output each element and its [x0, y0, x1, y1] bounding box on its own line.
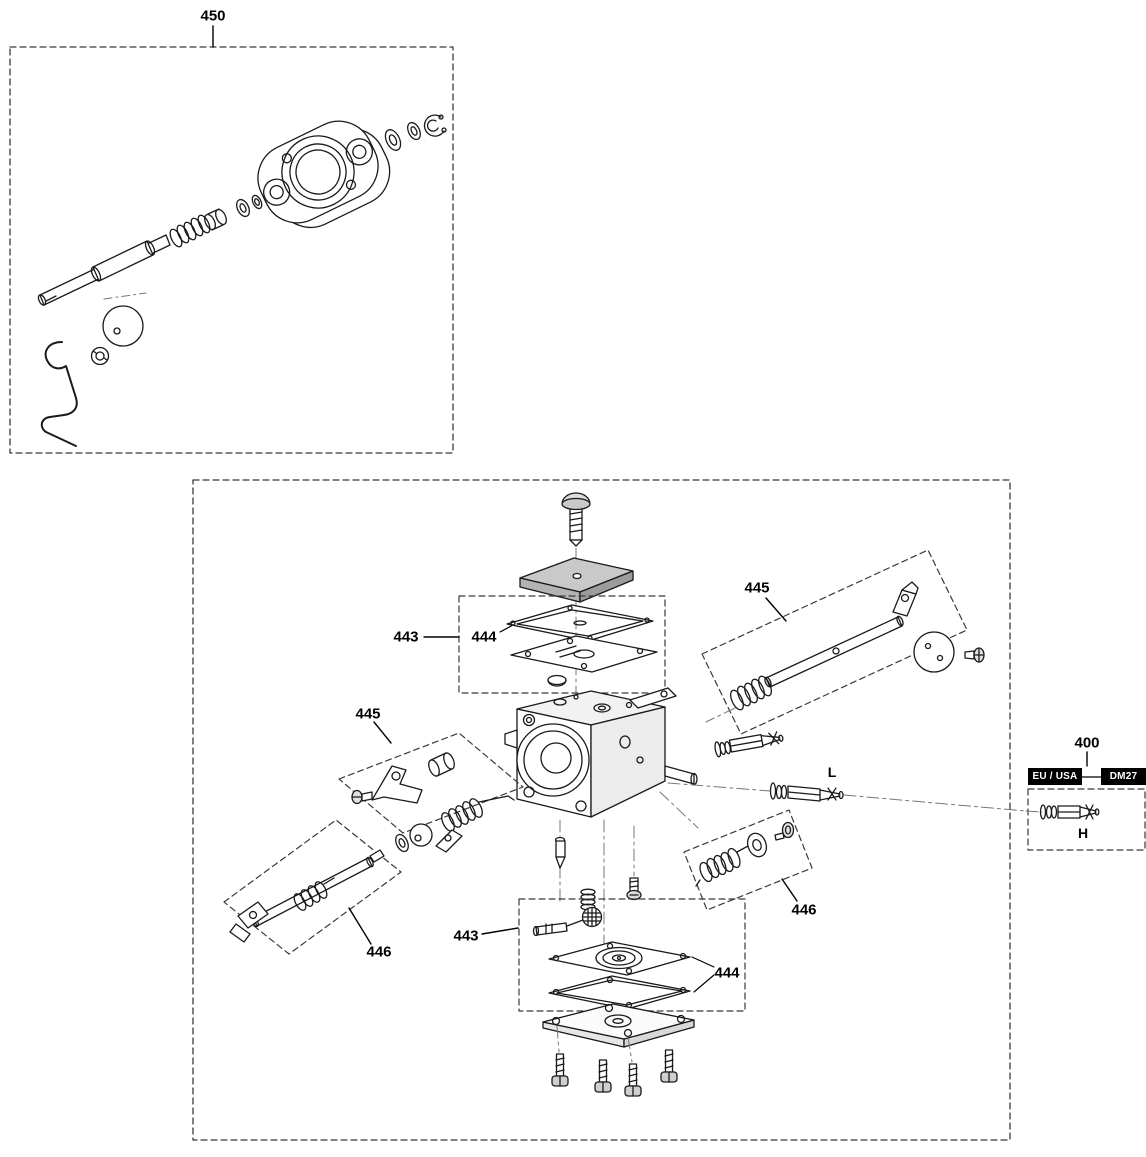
- leader-444-top: [499, 624, 514, 633]
- leader-444-bottom-1: [691, 956, 715, 968]
- e-clip: [423, 114, 447, 137]
- cover-screw-bottom: [594, 1059, 612, 1093]
- throttle-lever-group: [338, 721, 524, 834]
- nut: [90, 346, 110, 366]
- part-label-443-top: 443: [393, 628, 419, 646]
- inlet-cup: [547, 674, 567, 687]
- main-group-box: [192, 479, 1011, 1141]
- cover-screw: [561, 492, 591, 547]
- shaft-group-box: [223, 819, 402, 955]
- part-label-H: H: [1077, 825, 1089, 841]
- group-box-450: [9, 46, 454, 454]
- leader-445-top: [765, 597, 787, 622]
- badge-dm27: DM27: [1101, 768, 1146, 785]
- inlet-needle: [554, 836, 566, 869]
- cap-screw: [774, 821, 795, 841]
- carburetor-body: [504, 687, 698, 818]
- part-label-443-bottom: 443: [453, 927, 479, 945]
- shaft-spring: [293, 881, 328, 911]
- choke-screw: [964, 647, 985, 663]
- part-label-444-bottom: 444: [714, 964, 740, 982]
- choke-plate-disc: [913, 631, 955, 673]
- adjusting-needle-area: [1025, 751, 1146, 851]
- washer: [236, 198, 250, 218]
- leader-445-left: [373, 721, 392, 744]
- bottom-cover: [542, 1003, 695, 1048]
- part-label-445-top: 445: [744, 579, 770, 597]
- part-label-445-left: 445: [355, 705, 381, 723]
- bushing: [428, 752, 455, 777]
- washer: [251, 194, 263, 210]
- part-label-400: 400: [1074, 734, 1100, 752]
- throttle-shaft-group: [223, 819, 463, 955]
- part-label-450: 450: [200, 7, 226, 25]
- lever-group-box: [338, 732, 524, 834]
- choke-group-box: [701, 549, 968, 735]
- low-speed-needle: [667, 782, 1027, 812]
- gasket-group-box: [458, 595, 666, 694]
- washer: [384, 129, 402, 151]
- idle-needle: [714, 731, 784, 758]
- top-cover: [519, 557, 634, 603]
- pump-gasket: [506, 604, 654, 642]
- leader-444-bottom-2: [693, 974, 715, 993]
- shaft-lever: [237, 901, 269, 929]
- throttle-plate-disc: [102, 305, 144, 347]
- axis-line: [103, 292, 147, 300]
- throttle-shaft: [37, 234, 171, 306]
- pump-diaphragm: [510, 635, 658, 673]
- choke-return-group: [659, 791, 813, 911]
- wire-spring: [40, 341, 78, 447]
- high-speed-needle: [1039, 804, 1100, 820]
- bushing: [203, 208, 228, 231]
- intake-flange: [257, 120, 391, 229]
- cover-screw-bottom: [624, 1063, 642, 1097]
- lever-screw: [351, 789, 373, 805]
- coil-spring: [169, 214, 211, 248]
- cover-screw-bottom: [551, 1053, 569, 1087]
- return-spring: [699, 847, 741, 883]
- choke-spring: [730, 675, 772, 711]
- part-label-446-right: 446: [791, 901, 817, 919]
- part-label-L: L: [827, 764, 837, 780]
- part-label-444-top: 444: [471, 628, 497, 646]
- part-label-446-left: 446: [366, 943, 392, 961]
- washer: [395, 833, 409, 853]
- throttle-control-assembly-450: [9, 25, 454, 454]
- disc: [409, 823, 433, 847]
- metering-gasket: [548, 975, 691, 1010]
- washer: [746, 832, 768, 858]
- leader-443-bottom: [481, 927, 519, 935]
- main-carburetor-assembly: [192, 479, 1027, 1141]
- badge-eu-usa: EU / USA: [1028, 768, 1082, 785]
- choke-shaft-assembly: [701, 549, 985, 735]
- washer: [407, 121, 421, 141]
- leader-446-right: [781, 878, 798, 902]
- needle-group-box: [1027, 788, 1146, 851]
- leader-446-left: [348, 907, 372, 945]
- fuel-inlet-screen: [532, 906, 603, 937]
- lever-screw-small: [626, 877, 642, 901]
- cover-screw-bottom: [660, 1049, 678, 1083]
- lever: [371, 765, 423, 804]
- metering-diaphragm: [548, 941, 691, 976]
- return-group-box: [683, 809, 813, 911]
- choke-shaft: [765, 616, 903, 688]
